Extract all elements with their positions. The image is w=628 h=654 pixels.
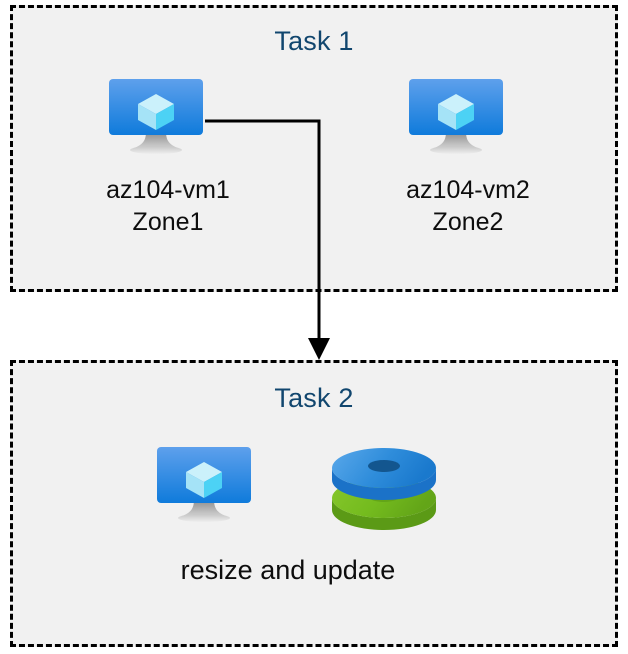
arrowhead-icon — [308, 338, 330, 360]
task-2-container — [10, 360, 618, 647]
vm1-label: az104-vm1 Zone1 — [106, 176, 230, 236]
virtual-machine-icon-task2 — [157, 447, 251, 522]
managed-disks-icon — [332, 448, 436, 530]
vm2-label: az104-vm2 Zone2 — [406, 176, 530, 236]
virtual-machine-icon-vm2 — [409, 79, 503, 154]
task-1-title: Task 1 — [274, 26, 354, 56]
task-2-caption: resize and update — [180, 555, 396, 585]
virtual-machine-icon-vm1 — [109, 79, 203, 154]
task-2-title: Task 2 — [274, 383, 354, 413]
